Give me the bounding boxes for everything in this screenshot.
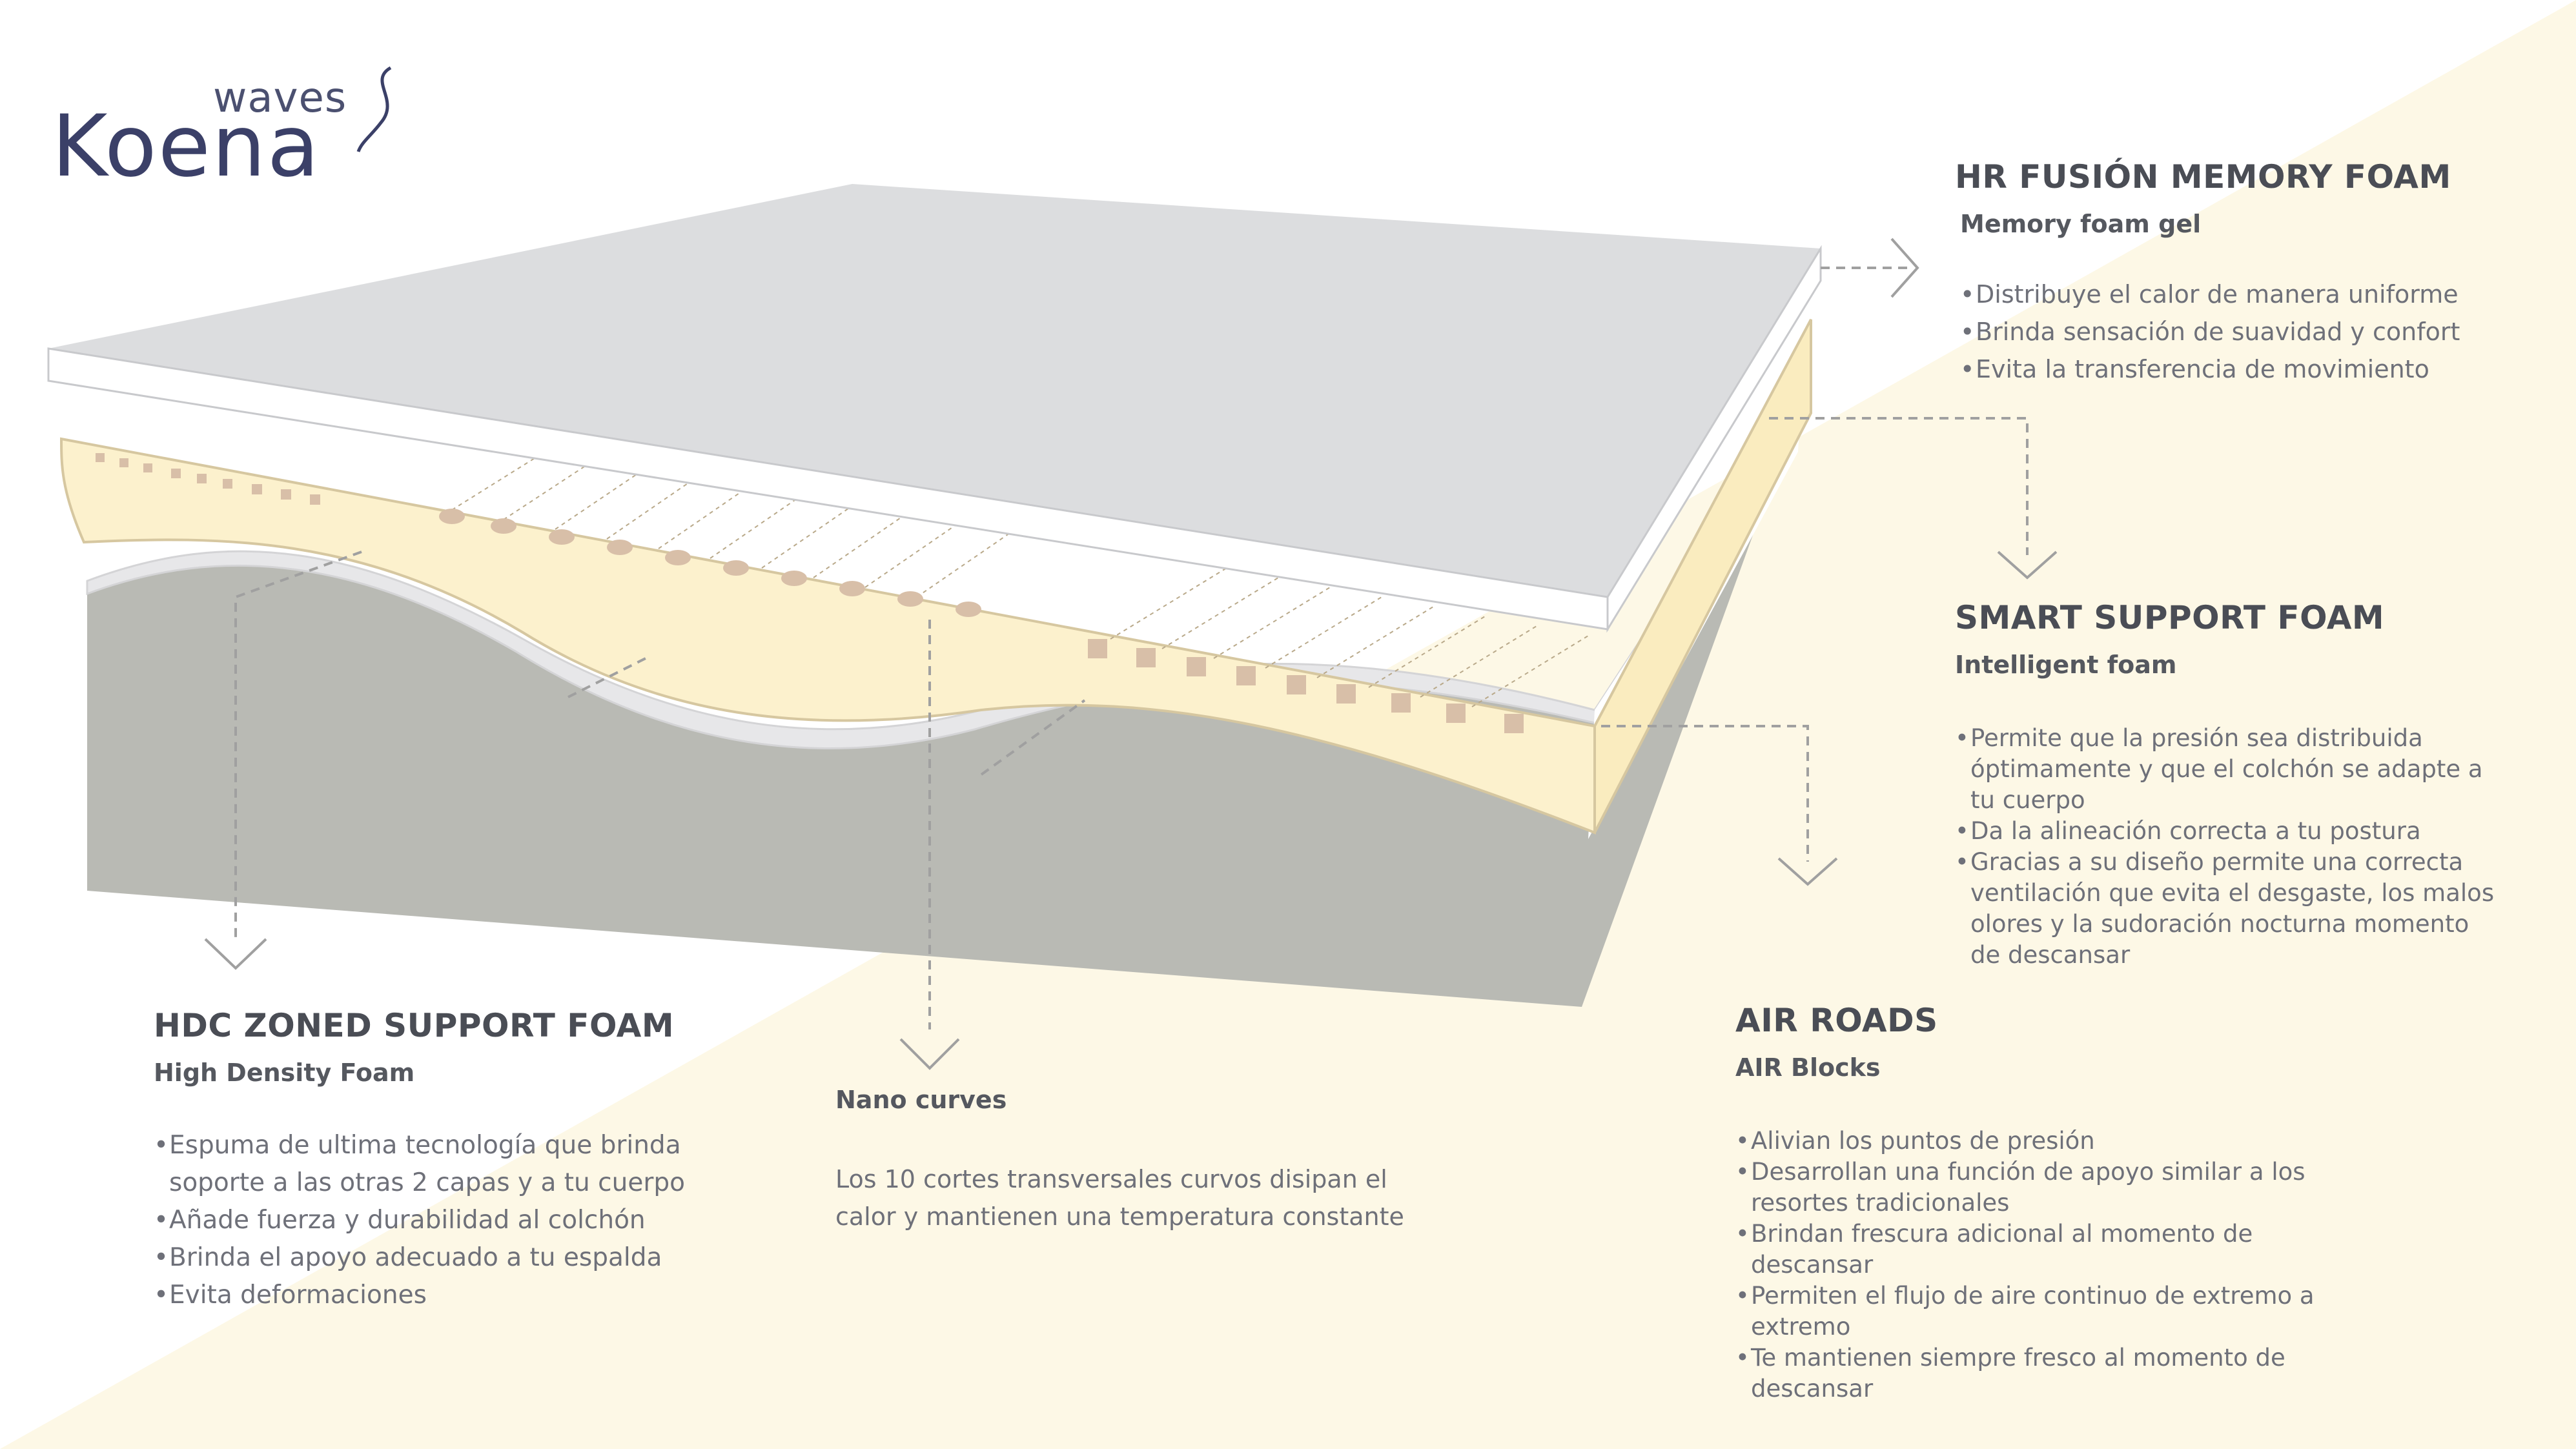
- smart-support-subtitle: Intelligent foam: [1955, 651, 2177, 679]
- list-item: Alivian los puntos de presión: [1735, 1126, 2381, 1157]
- list-item: Brindan frescura adicional al momento de…: [1735, 1219, 2381, 1281]
- arrowhead-hdc: [204, 938, 267, 970]
- wave-swirl-icon: [356, 66, 392, 152]
- arrowhead-smart-support: [1997, 551, 2058, 580]
- koena-waves-logo: waves Koena: [52, 61, 392, 197]
- logo-waves-text: waves: [213, 74, 347, 122]
- air-roads-title: AIR ROADS: [1735, 1002, 1938, 1039]
- smart-support-section: SMART SUPPORT FOAM Intelligent foam Perm…: [1955, 599, 2497, 971]
- hr-fusion-subtitle: Memory foam gel: [1960, 210, 2202, 238]
- smart-support-layer: [59, 437, 1596, 835]
- air-roads-section: AIR ROADS AIR Blocks Alivian los puntos …: [1735, 1002, 2433, 1404]
- hdc-zoned-bullets: Espuma de ultima tecnología que brinda s…: [154, 1127, 761, 1314]
- list-item: Espuma de ultima tecnología que brinda s…: [154, 1127, 761, 1202]
- air-blocks: [96, 453, 1524, 733]
- arrow-nano-inner-b: [980, 699, 1086, 776]
- hr-fusion-section: HR FUSIÓN MEMORY FOAM Memory foam gel Di…: [1955, 158, 2536, 388]
- list-item: Brinda el apoyo adecuado a tu espalda: [154, 1239, 761, 1277]
- arrow-hdc: [234, 551, 362, 939]
- list-item: Da la alineación correcta a tu postura: [1955, 816, 2497, 847]
- list-item: Distribuye el calor de manera uniforme: [1960, 276, 2536, 313]
- hr-fusion-bullets: Distribuye el calor de manera uniforme B…: [1960, 276, 2536, 388]
- hdc-base-layer: [87, 420, 1795, 1007]
- list-item: Añade fuerza y durabilidad al colchón: [154, 1202, 761, 1239]
- nano-curves-subtitle: Nano curves: [835, 1086, 1007, 1114]
- arrowhead-hr-fusion: [1890, 238, 1919, 298]
- list-item: Desarrollan una función de apoyo similar…: [1735, 1157, 2381, 1219]
- smart-support-side: [1593, 319, 1812, 833]
- arrowhead-air-roads: [1777, 857, 1838, 886]
- list-item: Evita deformaciones: [154, 1277, 761, 1314]
- air-roads-bullets: Alivian los puntos de presión Desarrolla…: [1735, 1126, 2381, 1404]
- air-roads-subtitle: AIR Blocks: [1735, 1053, 1881, 1082]
- list-item: Evita la transferencia de movimiento: [1960, 350, 2536, 388]
- arrowhead-nano-curves: [899, 1038, 960, 1070]
- list-item: Gracias a su diseño permite una correcta…: [1955, 847, 2497, 971]
- list-item: Permite que la presión sea distribuida ó…: [1955, 723, 2497, 816]
- nano-curves-description: Los 10 cortes transversales curvos disip…: [835, 1165, 1404, 1231]
- hdc-zoned-subtitle: High Density Foam: [154, 1059, 415, 1087]
- callout-arrows: [204, 238, 2058, 1070]
- arrow-air-roads: [1601, 725, 1809, 862]
- arrow-smart-support: [1769, 417, 2029, 555]
- list-item: Te mantienen siempre fresco al momento d…: [1735, 1343, 2381, 1404]
- nano-curves-section: Nano curves Los 10 cortes transversales …: [835, 1086, 1416, 1235]
- hr-fusion-top-face: [48, 184, 1821, 597]
- hr-fusion-title: HR FUSIÓN MEMORY FOAM: [1955, 158, 2451, 196]
- hr-fusion-side-edge: [1606, 245, 1822, 633]
- smart-support-bullets: Permite que la presión sea distribuida ó…: [1955, 723, 2497, 971]
- hdc-zoned-title: HDC ZONED SUPPORT FOAM: [154, 1007, 675, 1044]
- smart-support-title: SMART SUPPORT FOAM: [1955, 599, 2385, 636]
- nano-curve-dots: [439, 509, 981, 617]
- list-item: Permiten el flujo de aire continuo de ex…: [1735, 1281, 2381, 1343]
- hdc-zoned-section: HDC ZONED SUPPORT FOAM High Density Foam…: [154, 1007, 761, 1314]
- list-item: Brinda sensación de suavidad y confort: [1960, 313, 2536, 350]
- logo-koena-text: Koena: [52, 97, 321, 196]
